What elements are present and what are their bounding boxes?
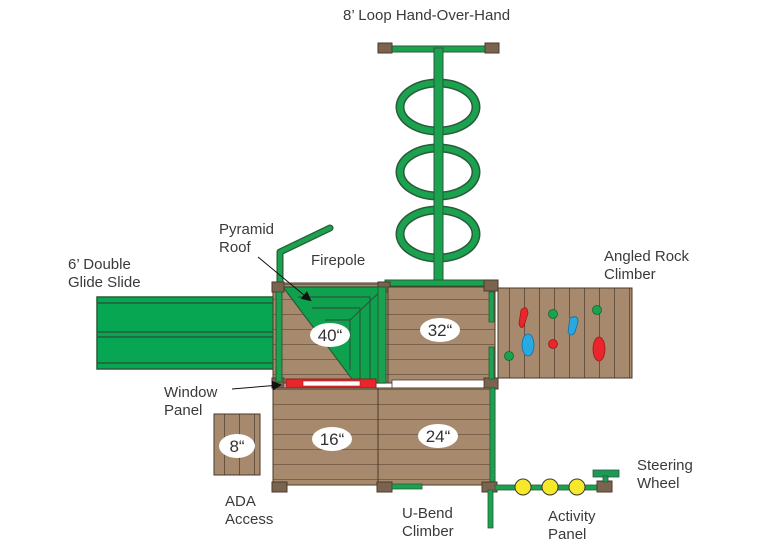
window-panel-arrow (231, 380, 282, 391)
height-label: 24“ (426, 427, 451, 446)
post (376, 481, 393, 493)
height-tag-24: 24“ (418, 424, 458, 448)
height-tag-32: 32“ (420, 318, 460, 342)
height-label: 40“ (318, 326, 343, 345)
double-glide-slide (96, 296, 283, 370)
height-tag-40: 40“ (310, 323, 350, 347)
rock-hold (567, 316, 579, 336)
label-double-glide-slide: 6’ Double Glide Slide (68, 256, 141, 291)
rock-hold (548, 339, 558, 349)
pyramid-roof-arrow (257, 256, 312, 302)
activity-knob (514, 478, 532, 496)
steering-wheel (592, 469, 620, 493)
height-tag-16: 16“ (312, 427, 352, 451)
label-loop-hand-over-hand: 8’ Loop Hand-Over-Hand (343, 7, 511, 24)
label-window-panel: Window Panel (164, 384, 218, 419)
activity-knob (541, 478, 559, 496)
label-steering-wheel: Steering Wheel (637, 457, 693, 492)
rock-hold (592, 305, 602, 315)
height-label: 32“ (428, 321, 453, 340)
label-u-bend-climber: U-Bend Climber (402, 505, 454, 540)
height-tag-8: 8“ (219, 434, 255, 458)
rock-hold (504, 351, 514, 361)
loop-hand-over-hand (377, 42, 500, 287)
activity-panel (494, 478, 602, 496)
post (377, 42, 393, 54)
loop-beam (433, 47, 444, 285)
label-activity-panel: Activity Panel (548, 508, 596, 543)
rock-hold (548, 309, 558, 319)
label-firepole: Firepole (311, 252, 366, 269)
label-ada-access: ADA Access (225, 493, 274, 528)
label-pyramid-roof: Pyramid Roof (219, 221, 275, 256)
rock-hold (521, 333, 535, 357)
post (271, 481, 288, 493)
label-angled-rock-climber: Angled Rock Climber (604, 248, 690, 283)
height-label: 8“ (229, 437, 244, 456)
activity-knob (568, 478, 586, 496)
u-bend-climber-rail (487, 489, 494, 529)
u-bend-climber (391, 483, 423, 490)
deck-lower-right (377, 387, 496, 486)
rock-hold (592, 336, 606, 362)
angled-rock-climber (497, 287, 633, 379)
rock-hold (518, 307, 529, 328)
height-label: 16“ (320, 430, 345, 449)
post (484, 42, 500, 54)
